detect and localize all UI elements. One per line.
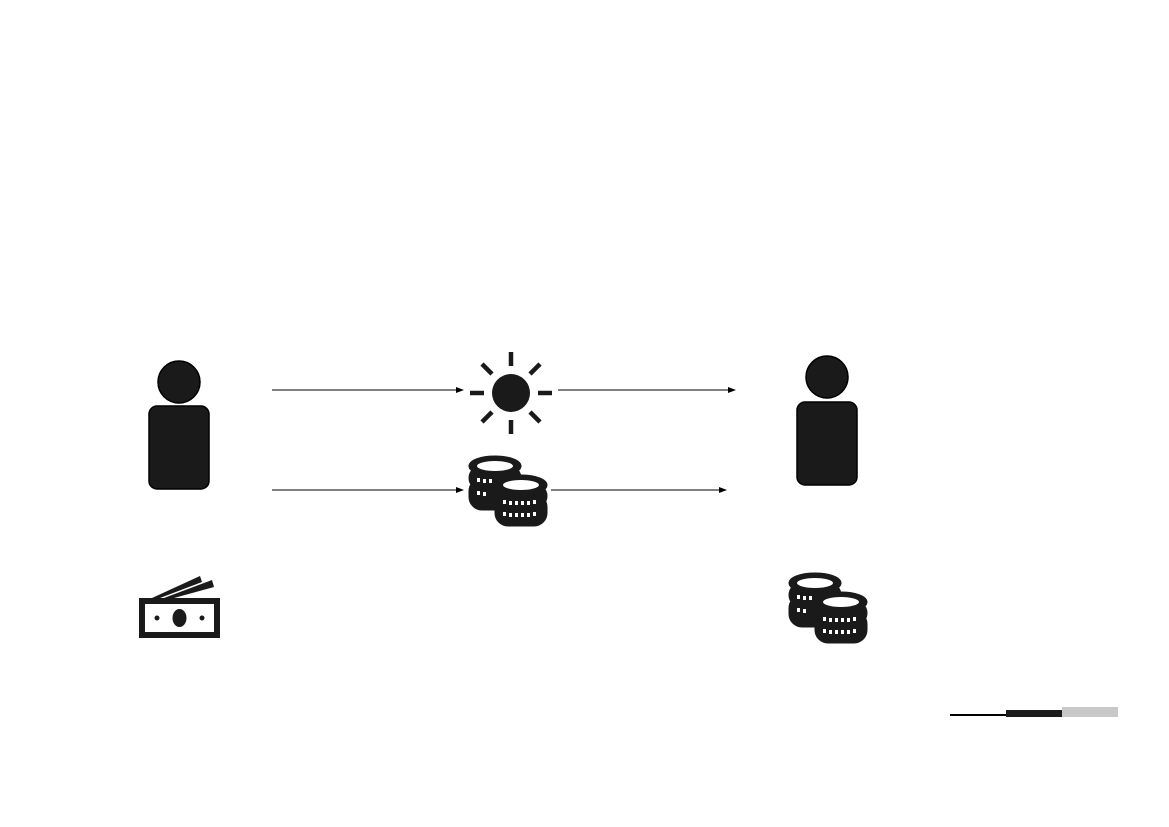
receiver-coins-icon (788, 572, 870, 644)
coins-icon (468, 455, 550, 527)
progress-bar-track (1062, 707, 1118, 717)
banknotes-icon (138, 574, 222, 640)
sun-icon (468, 350, 554, 436)
sender-person-icon (148, 360, 210, 490)
progress-bar-fill (1006, 710, 1062, 717)
progress-thin-segment (950, 714, 1006, 716)
progress-indicator (950, 706, 1118, 718)
receiver-person-icon (796, 355, 858, 486)
